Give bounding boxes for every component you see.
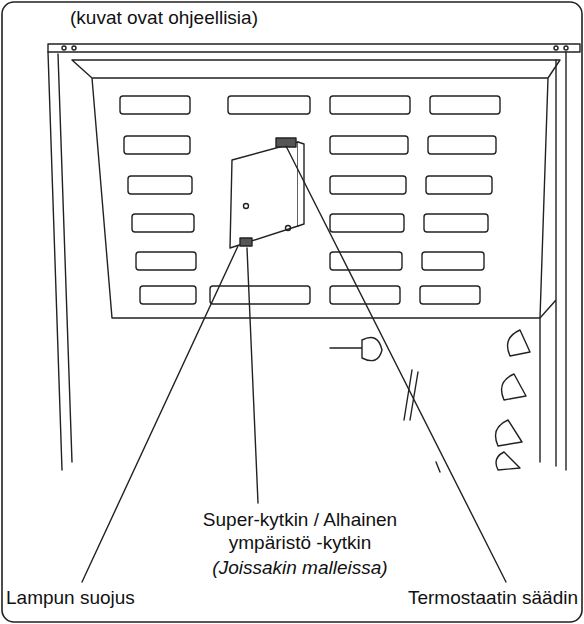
part-label: Super-kytkin / Alhainen ympäristö -kytki… xyxy=(170,508,430,554)
screw xyxy=(286,226,291,231)
screw xyxy=(564,46,568,50)
vents xyxy=(120,96,500,304)
switch xyxy=(240,238,252,246)
control-box xyxy=(230,142,298,248)
part-label: (Joissakin malleissa) xyxy=(170,556,430,579)
screw xyxy=(554,46,558,50)
tick xyxy=(436,462,440,472)
note: (kuvat ovat ohjeellisia) xyxy=(70,6,370,29)
front-frame xyxy=(48,44,580,52)
part-label: Lampun suojus xyxy=(6,586,206,609)
door-shelves xyxy=(496,330,530,470)
hinge xyxy=(330,338,382,361)
left-wall xyxy=(48,52,72,470)
screw xyxy=(244,204,249,209)
part-label: Termostaatin säädin xyxy=(374,586,578,609)
screw xyxy=(62,46,66,50)
ceiling xyxy=(72,60,560,318)
leader-line xyxy=(247,248,258,503)
control-box-side xyxy=(298,142,304,226)
leader-line xyxy=(82,246,238,582)
right-wall xyxy=(540,52,566,470)
screw xyxy=(72,46,76,50)
